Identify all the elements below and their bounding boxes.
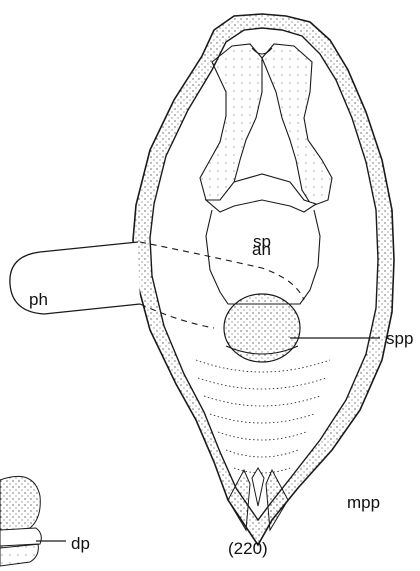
label-spp: spp	[386, 330, 413, 347]
label-mpp: mpp	[347, 494, 380, 511]
dp-fragment	[0, 476, 66, 566]
outer-shell	[133, 14, 394, 545]
figure-number: (220)	[228, 540, 268, 557]
label-dp: dp	[71, 535, 90, 552]
label-sp: sp	[253, 233, 271, 250]
label-ph: ph	[29, 291, 48, 308]
